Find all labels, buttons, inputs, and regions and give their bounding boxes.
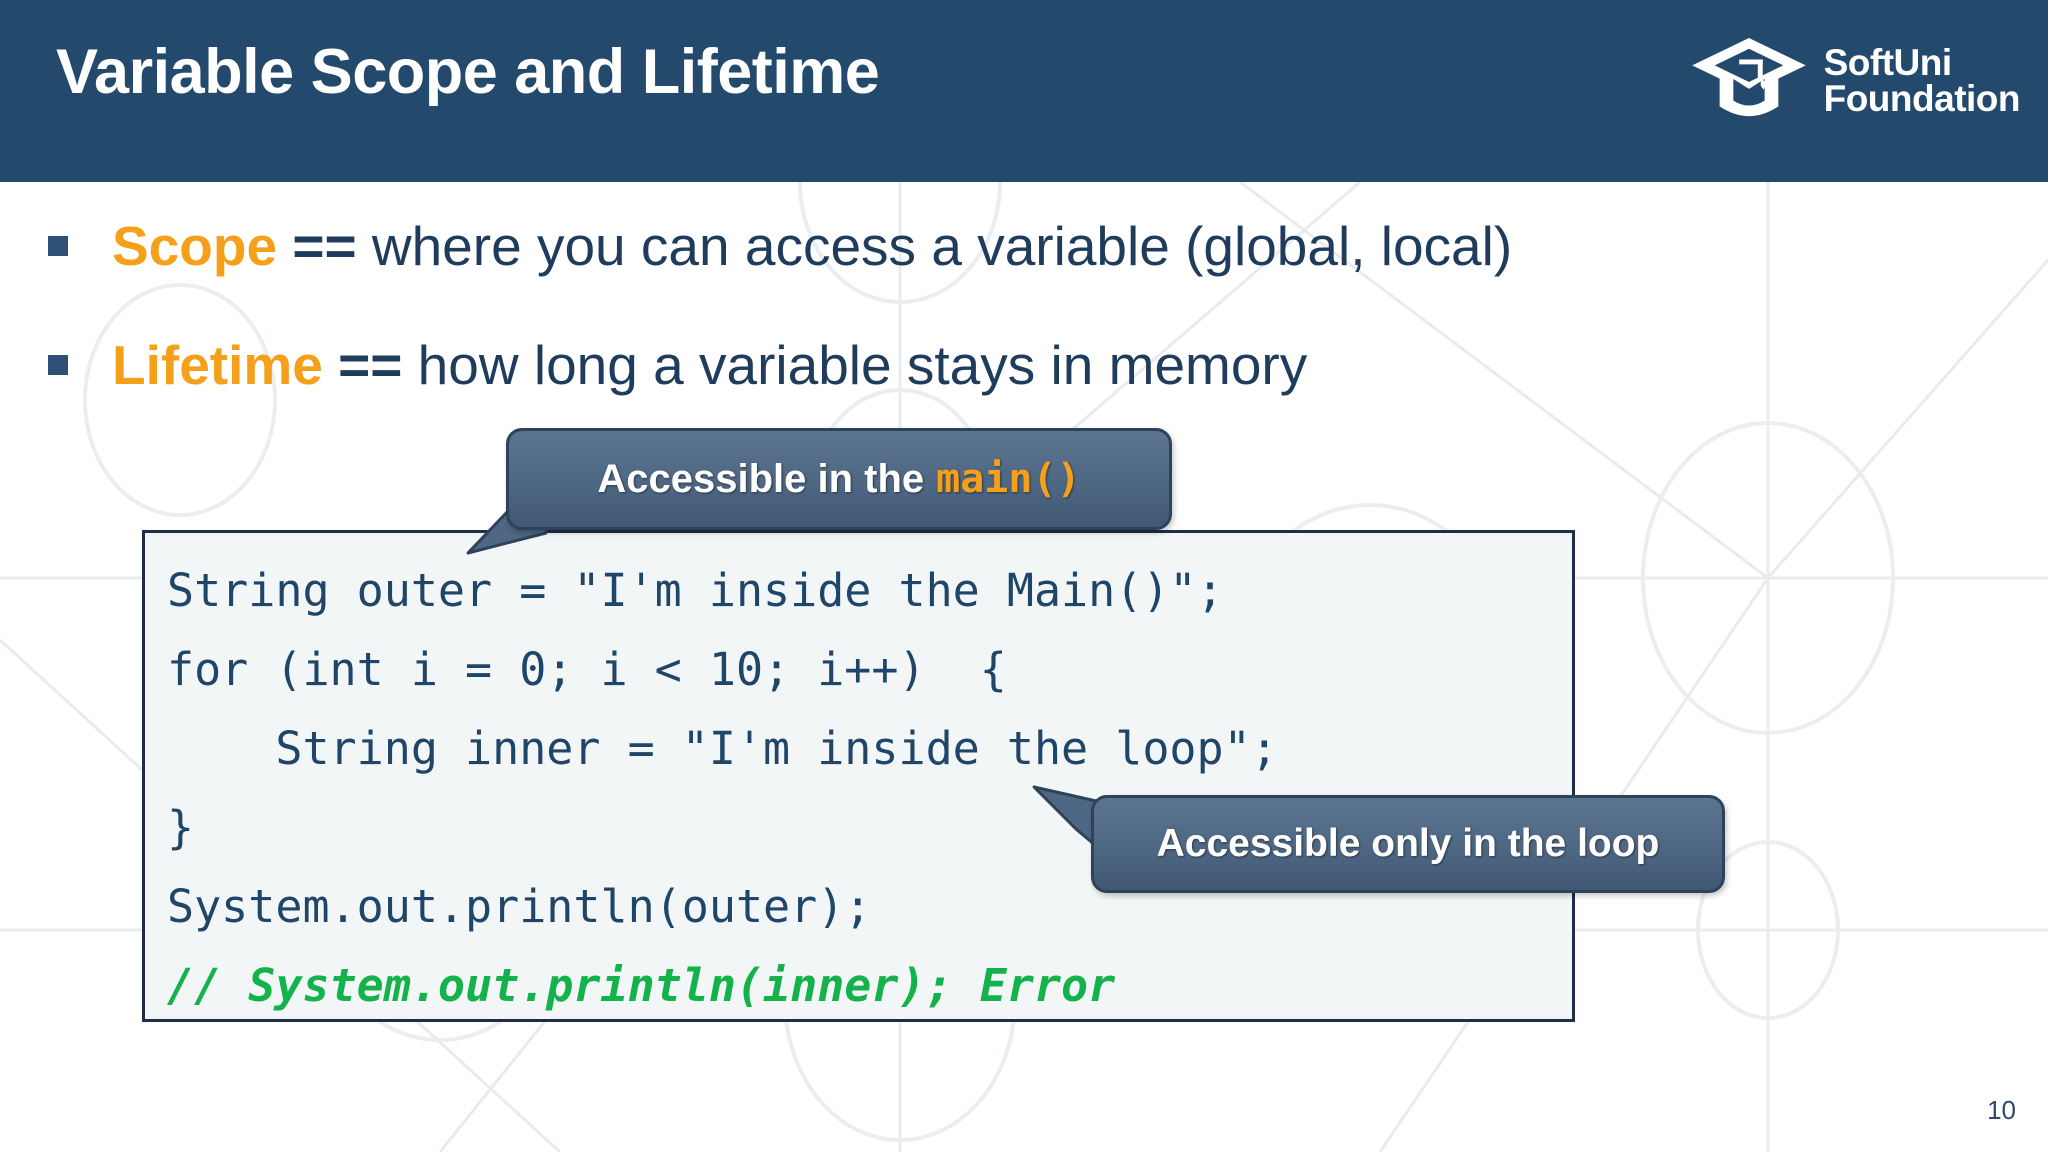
bullet-keyword: Lifetime [112,334,323,396]
bullet-marker-icon [48,355,68,376]
bullet-text: Scope == where you can access a variable… [112,216,1512,277]
softuni-foundation-logo: SoftUni Foundation [1690,26,2021,136]
bullet-text: Lifetime == how long a variable stays in… [112,335,1307,396]
code-line: String outer = "I'm inside the Main()"; [167,564,1224,617]
bullet-item-lifetime: Lifetime == how long a variable stays in… [48,335,1307,396]
bullet-marker-icon [48,236,68,257]
page-title: Variable Scope and Lifetime [56,37,880,107]
code-block: String outer = "I'm inside the Main()"; … [142,530,1575,1022]
bullet-operator: == [292,215,357,277]
callout-text: Accessible in the [597,456,925,501]
code-line: String inner = "I'm inside the loop"; [167,722,1278,775]
code-comment-line: // System.out.println(inner); Error [167,959,1116,1012]
bullet-operator: == [338,334,403,396]
code-line: for (int i = 0; i < 10; i++) { [167,643,1007,696]
callout-accessible-in-loop: Accessible only in the loop [1091,795,1725,893]
bullet-rest: how long a variable stays in memory [402,334,1308,396]
graduation-cap-icon [1691,37,1806,117]
bullet-keyword: Scope [112,215,278,277]
bullet-rest: where you can access a variable (global,… [356,215,1513,277]
header-bar: Variable Scope and Lifetime SoftUni Foun… [0,0,2048,182]
logo-line-2: Foundation [1823,78,2021,119]
callout-code: main() [936,456,1081,502]
page-number: 10 [1987,1095,2016,1125]
logo-line-1: SoftUni [1823,41,1953,83]
logo-wordmark: SoftUni Foundation [1823,41,2021,119]
code-line: } [167,801,195,854]
code-line: System.out.println(outer); [167,880,872,933]
callout-text: Accessible only in the loop [1156,822,1660,865]
bullet-item-scope: Scope == where you can access a variable… [48,216,1512,277]
